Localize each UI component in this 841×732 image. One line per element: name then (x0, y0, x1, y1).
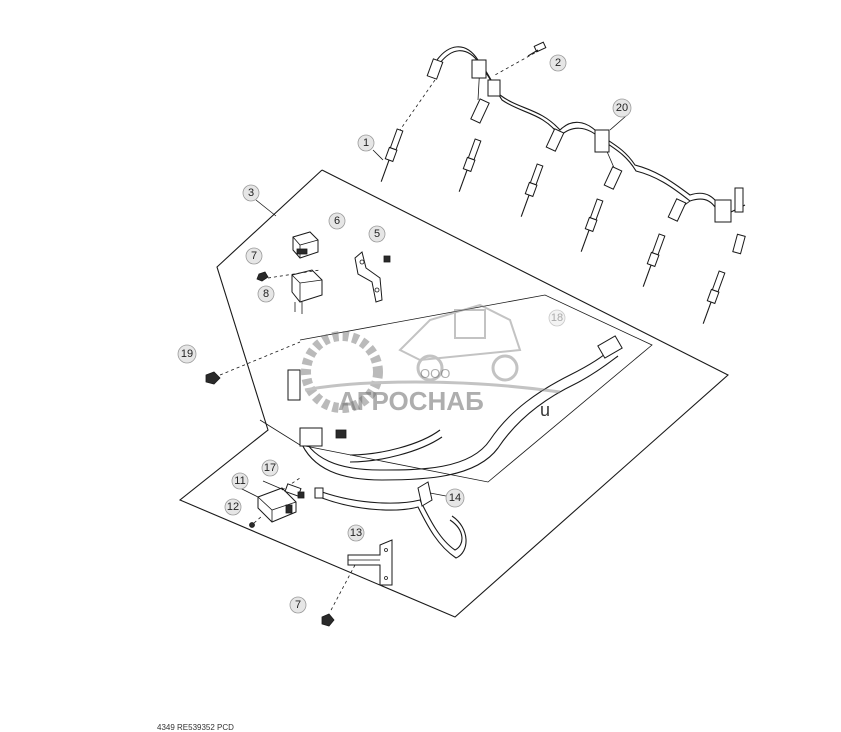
bolt-19 (205, 341, 301, 385)
callout-18[interactable]: 18 (548, 309, 566, 327)
svg-text:2: 2 (555, 57, 561, 69)
drawing-reference: 4349 RE539352 PCD (157, 723, 234, 732)
bracket-13 (329, 539, 393, 613)
callout-5[interactable]: 5 (368, 225, 386, 243)
relay-6 (292, 231, 319, 259)
battery-cable (287, 335, 623, 481)
callout-12[interactable]: 12 (224, 498, 242, 516)
callout-7-upper[interactable]: 7 (245, 247, 263, 265)
screw-12 (249, 515, 263, 528)
svg-text:12: 12 (227, 501, 239, 513)
svg-text:6: 6 (334, 215, 340, 227)
connector-17 (284, 483, 305, 499)
svg-text:14: 14 (449, 492, 461, 504)
watermark-company-type: ООО (420, 366, 450, 381)
svg-text:7: 7 (295, 599, 301, 611)
relay-8 (267, 269, 323, 314)
watermark-company-name: АГРОСНАБ (338, 386, 484, 416)
callout-20[interactable]: 20 (612, 98, 632, 118)
svg-text:11: 11 (234, 475, 245, 487)
callout-8[interactable]: 8 (257, 285, 275, 303)
svg-text:1: 1 (363, 137, 369, 149)
bolt-2 (527, 41, 547, 57)
watermark-logo (301, 303, 561, 413)
callout-11[interactable]: 11 (231, 472, 249, 490)
svg-text:19: 19 (181, 348, 193, 360)
callout-14[interactable]: 14 (445, 488, 465, 508)
watermark-suffix: u (540, 400, 550, 420)
svg-text:20: 20 (616, 102, 628, 114)
glow-plugs (380, 128, 726, 324)
svg-text:7: 7 (251, 250, 257, 262)
callout-2[interactable]: 2 (549, 54, 567, 72)
callout-1[interactable]: 1 (357, 134, 375, 152)
svg-text:13: 13 (350, 527, 362, 539)
panel-outline (178, 169, 729, 618)
callout-6[interactable]: 6 (328, 212, 346, 230)
glow-plug-harness (399, 46, 746, 255)
nut-7-upper (256, 271, 269, 282)
mounting-bracket (354, 251, 391, 303)
svg-text:18: 18 (551, 312, 563, 324)
callout-13[interactable]: 13 (347, 524, 365, 542)
svg-text:5: 5 (374, 228, 380, 240)
cable-14 (314, 481, 467, 559)
bolt-7-lower (321, 613, 335, 627)
svg-text:8: 8 (263, 288, 269, 300)
callout-19[interactable]: 19 (177, 344, 197, 364)
callout-17[interactable]: 17 (261, 459, 279, 477)
svg-text:3: 3 (248, 187, 254, 199)
leader-lines (239, 115, 627, 498)
svg-text:17: 17 (264, 462, 276, 474)
callout-3[interactable]: 3 (242, 184, 260, 202)
part-11 (257, 477, 301, 523)
callout-7-lower[interactable]: 7 (289, 596, 307, 614)
